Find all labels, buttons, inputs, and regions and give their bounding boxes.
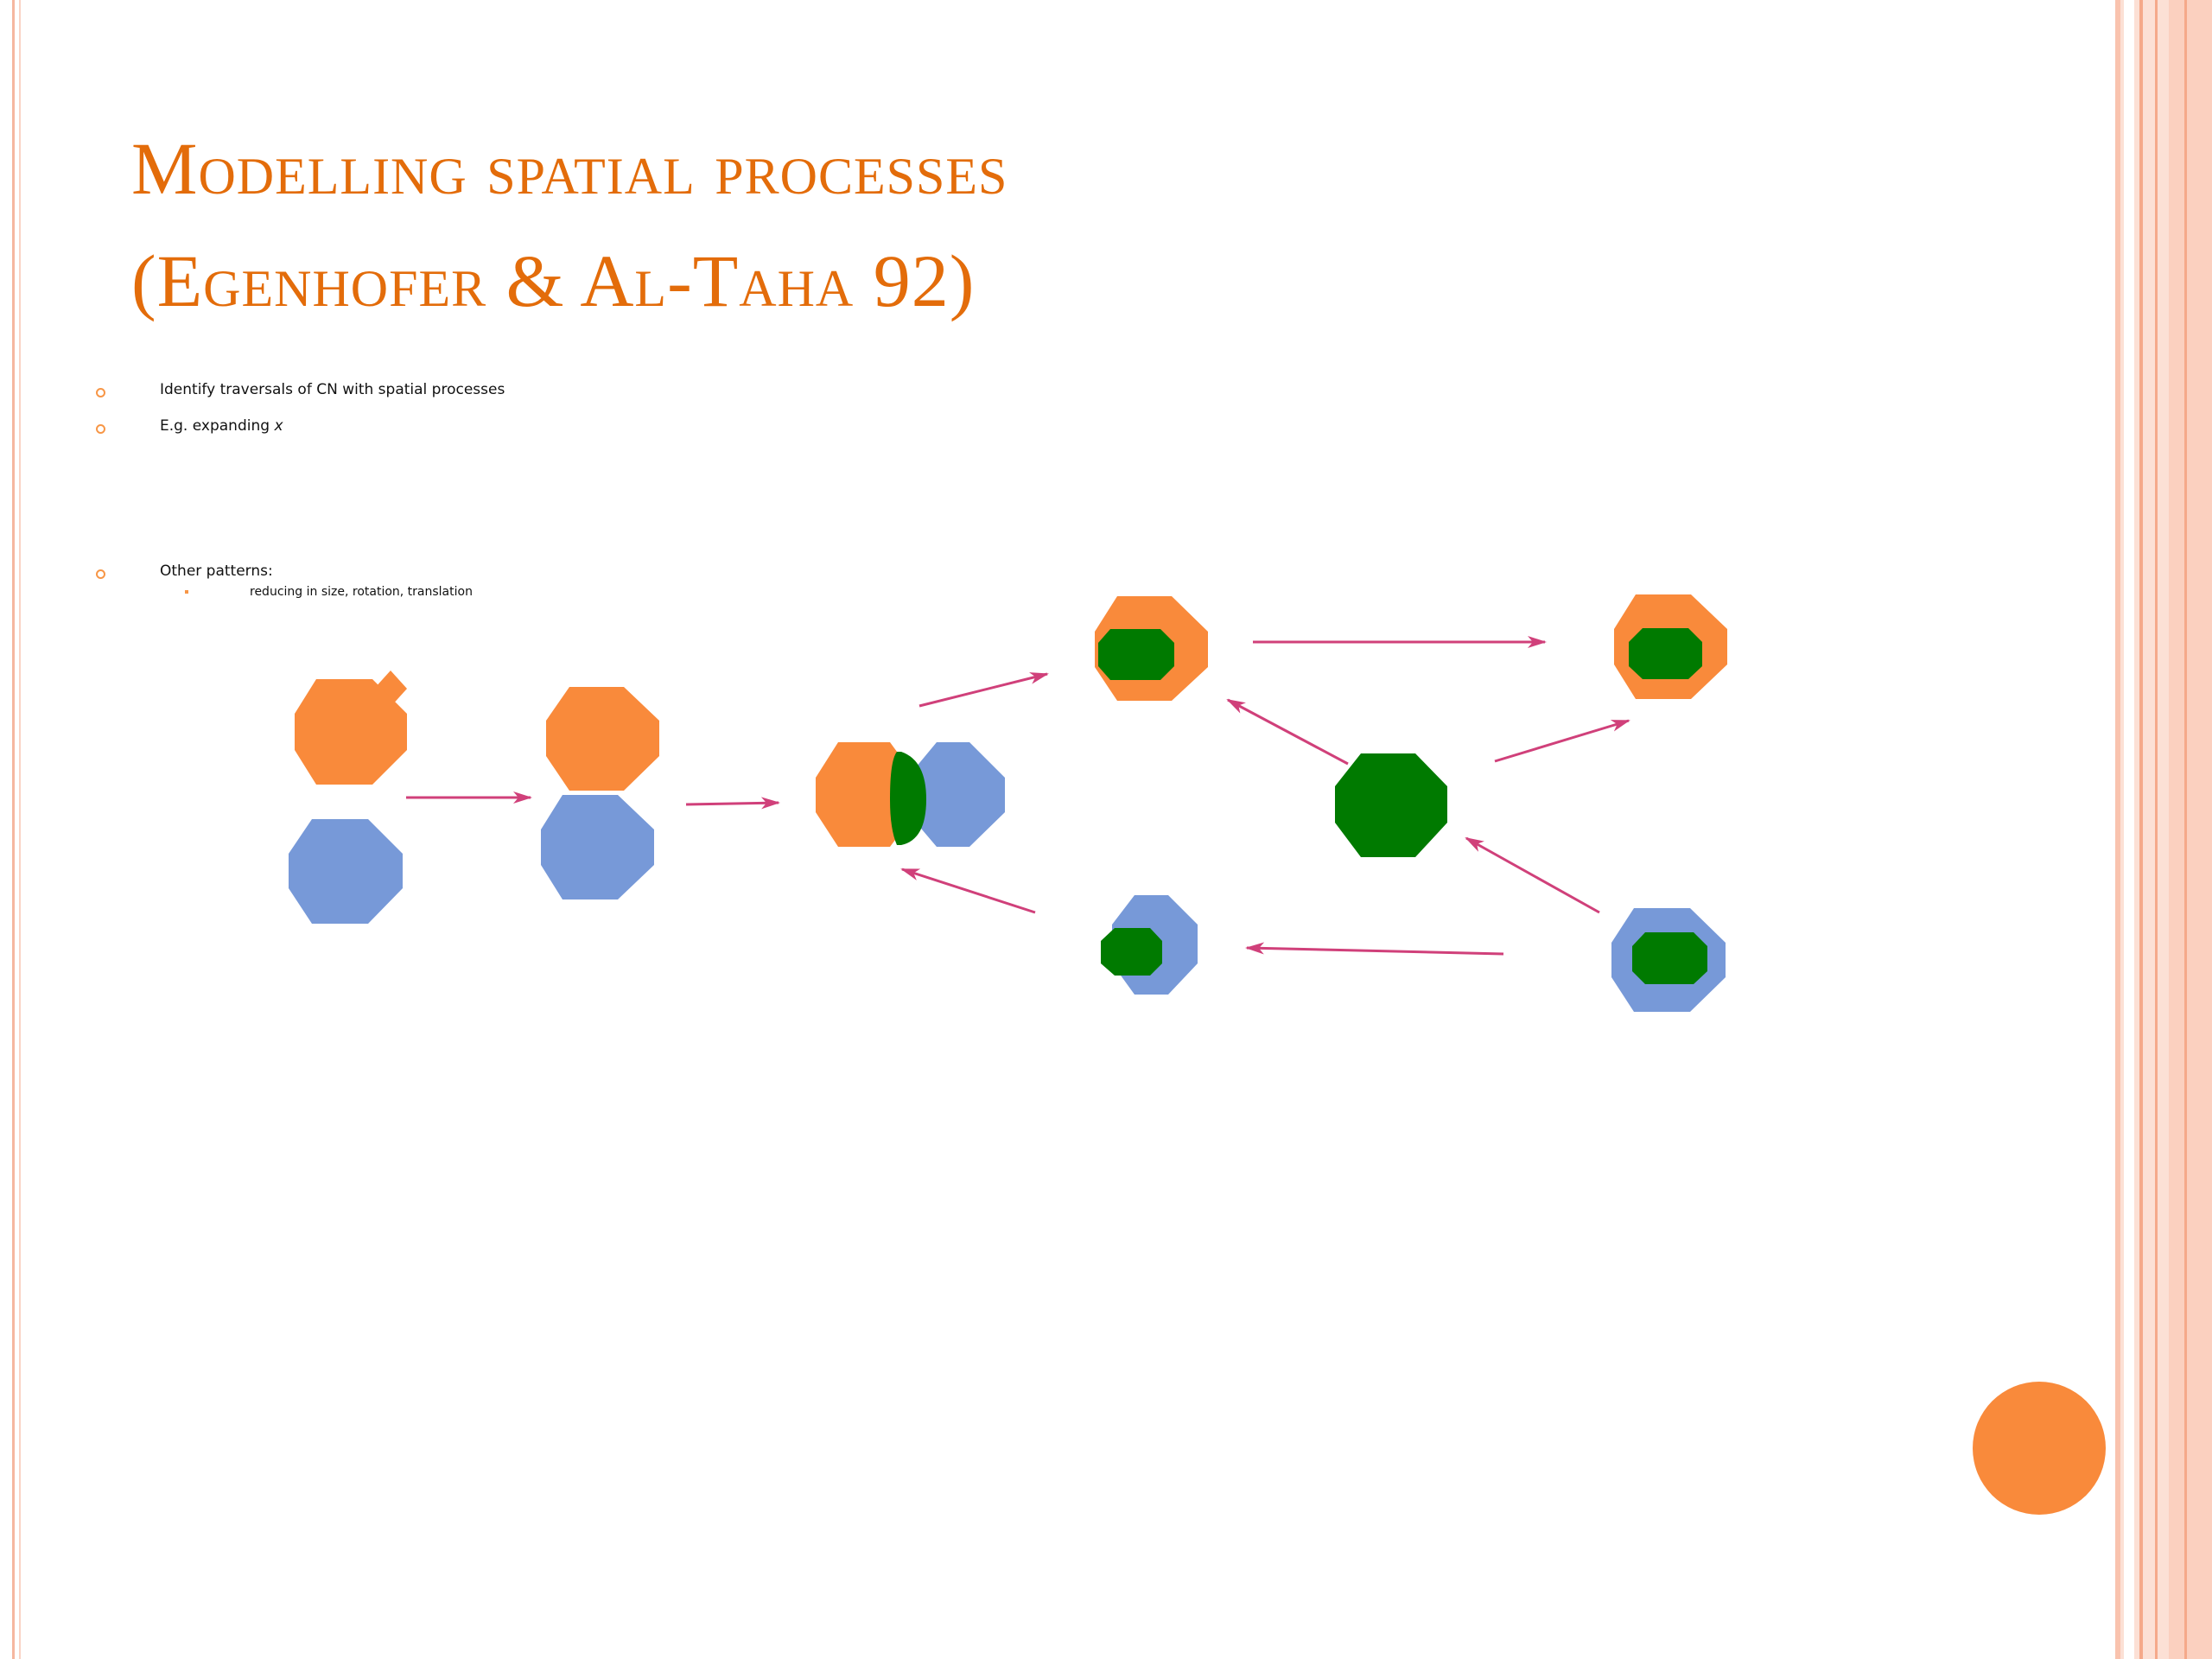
arrow-coveredby-to-overlap bbox=[900, 868, 1036, 914]
green-region bbox=[1335, 753, 1447, 857]
bullet-text-2: E.g. expanding x bbox=[160, 417, 283, 435]
state-contains bbox=[1614, 594, 1727, 699]
state-disjoint bbox=[289, 671, 407, 924]
slide-title-line-1: Modelling spatial processes bbox=[131, 127, 1008, 210]
green-region bbox=[1098, 629, 1174, 680]
sub-bullet-square-icon bbox=[185, 590, 188, 594]
blue-region bbox=[289, 819, 403, 924]
state-inside bbox=[1611, 908, 1726, 1012]
decorative-orange-circle bbox=[1973, 1382, 2106, 1515]
green-region bbox=[1101, 928, 1162, 976]
bullet-ring-icon bbox=[96, 569, 105, 579]
arrow-meet-to-overlap bbox=[685, 797, 780, 810]
orange-region bbox=[546, 687, 659, 791]
right-border-line-2 bbox=[2139, 0, 2143, 1659]
arrow-overlap-to-covers bbox=[918, 672, 1049, 708]
orange-region bbox=[816, 742, 916, 847]
blue-region bbox=[541, 795, 654, 899]
left-border-stripe-2 bbox=[19, 0, 21, 1659]
state-covered-by bbox=[1101, 895, 1198, 995]
state-equal bbox=[1335, 753, 1447, 857]
state-covers bbox=[1095, 596, 1208, 701]
bullet-ring-icon bbox=[96, 424, 105, 434]
slide-title-line-2: (Egenhofer & Al-Taha 92) bbox=[131, 239, 976, 322]
variable-x: x bbox=[274, 417, 283, 435]
state-overlap bbox=[816, 742, 1005, 847]
slide-title: Modelling spatial processes (Egenhofer &… bbox=[131, 112, 1007, 337]
right-border-line-3 bbox=[2155, 0, 2158, 1659]
bullet-text-1: Identify traversals of CN with spatial p… bbox=[160, 381, 505, 398]
right-border-line-1 bbox=[2115, 0, 2120, 1659]
bullet-ring-icon bbox=[96, 388, 105, 397]
orange-region bbox=[295, 679, 407, 785]
sub-bullet-text-1: reducing in size, rotation, translation bbox=[250, 585, 473, 599]
bullet-text-3: Other patterns: bbox=[160, 563, 273, 580]
left-border-stripe bbox=[12, 0, 15, 1659]
arrow-inside-to-equal bbox=[1465, 836, 1600, 914]
right-border-line-5 bbox=[2184, 0, 2187, 1659]
arrow-inside-to-coveredby bbox=[1245, 942, 1504, 956]
right-border-white-gap bbox=[2124, 0, 2134, 1659]
state-meet bbox=[541, 687, 659, 899]
green-region bbox=[1629, 628, 1702, 679]
arrow-equal-to-contains bbox=[1494, 719, 1630, 763]
blue-region bbox=[907, 742, 1005, 847]
green-intersection bbox=[890, 752, 926, 845]
right-border-line-4 bbox=[2169, 0, 2212, 1659]
arrow-equal-to-covers bbox=[1226, 698, 1349, 766]
green-region bbox=[1632, 932, 1707, 984]
